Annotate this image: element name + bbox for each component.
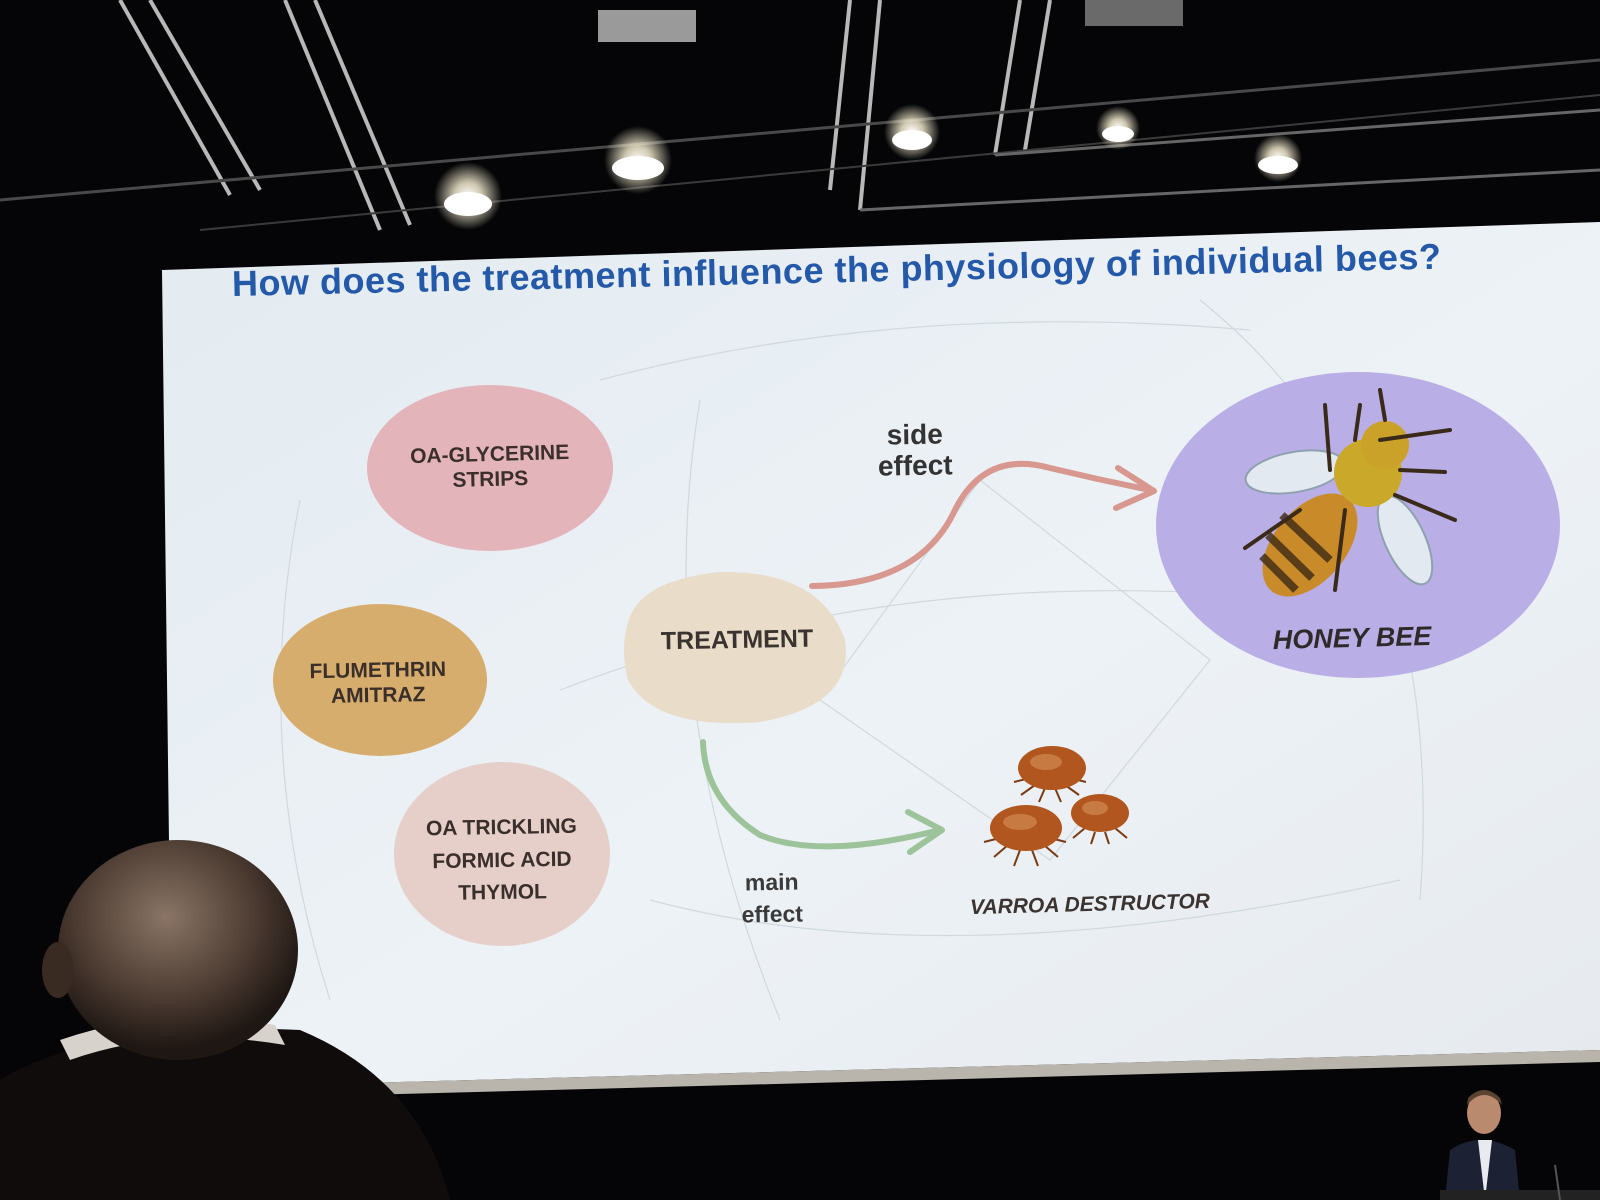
- option-label-oa-glycerine: OA-GLYCERINE STRIPS: [389, 439, 590, 495]
- main-effect-line: main: [744, 868, 799, 896]
- stage-lights: [434, 104, 1302, 230]
- side-effect-arrow: [809, 460, 1157, 589]
- main-effect-line: effect: [741, 900, 804, 928]
- varroa-mite: [1071, 794, 1129, 845]
- option-blob-oa-trickling: [394, 762, 610, 946]
- option-line: AMITRAZ: [330, 683, 426, 709]
- option-line: THYMOL: [458, 880, 548, 905]
- ceiling-fixture: [598, 10, 696, 42]
- option-blob-flumethrin: [273, 604, 487, 756]
- option-label-oa-trickling: OA TRICKLING FORMIC ACID THYMOL: [401, 810, 603, 911]
- screen-bottom-border: [172, 1050, 1600, 1100]
- option-line: FLUMETHRIN: [309, 657, 447, 684]
- option-label-flumethrin: FLUMETHRIN AMITRAZ: [278, 656, 479, 710]
- main-effect-label: main effect: [716, 865, 827, 931]
- option-line: OA TRICKLING: [425, 814, 578, 841]
- ceiling-fixture: [1085, 0, 1183, 26]
- option-line: FORMIC ACID: [432, 847, 572, 873]
- audience-member: [0, 840, 450, 1200]
- side-effect-label: side effect: [854, 419, 975, 483]
- side-effect-line: side: [886, 418, 943, 451]
- treatment-label: TREATMENT: [660, 624, 814, 656]
- honey-bee-label: HONEY BEE: [1272, 620, 1432, 656]
- side-effect-line: effect: [877, 449, 953, 482]
- main-effect-arrow: [700, 739, 945, 855]
- varroa-mite: [1013, 746, 1087, 803]
- honey-bee-image: [1243, 388, 1457, 597]
- ceiling-truss: [0, 0, 1600, 231]
- varroa-mite: [983, 805, 1067, 867]
- treatment-blob: [624, 571, 846, 724]
- option-line: STRIPS: [452, 467, 529, 493]
- option-blob-oa-glycerine: [367, 385, 613, 551]
- speaker: [1440, 1090, 1600, 1200]
- varroa-mites-image: [983, 746, 1129, 867]
- honey-bee-blob: [1156, 372, 1560, 678]
